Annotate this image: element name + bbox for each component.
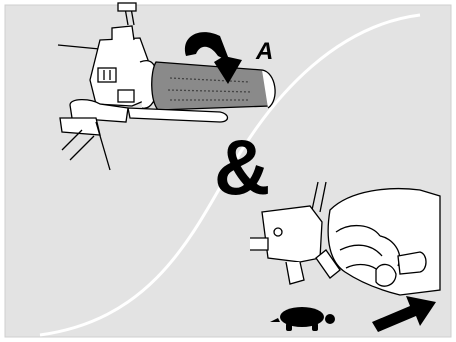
throttle-grip [152,62,273,110]
callout-label-a: A [256,40,273,64]
connector-ampersand: & [214,128,270,206]
